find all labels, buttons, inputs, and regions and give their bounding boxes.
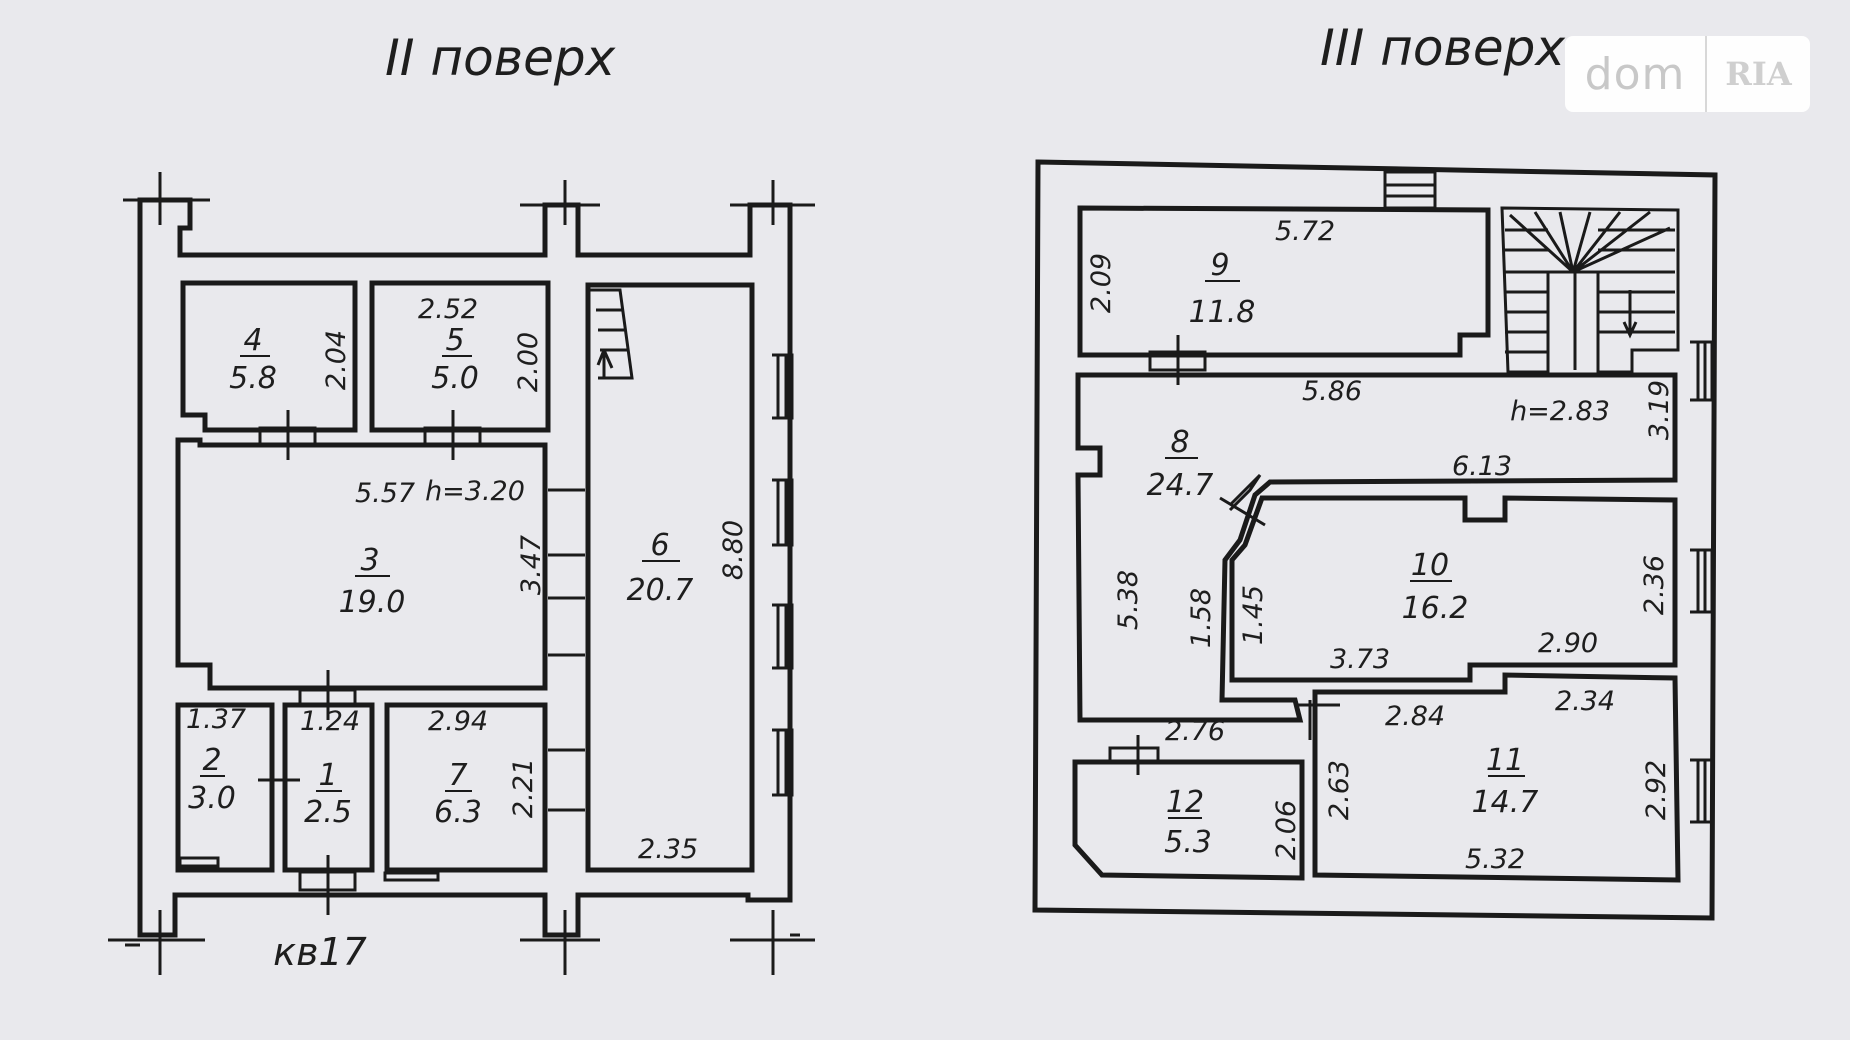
room-10-walls [1229, 495, 1678, 683]
room-5-number: 5 [445, 323, 464, 358]
dim-2-09: 2.09 [1086, 253, 1117, 313]
room-4-area: 5.8 [229, 361, 277, 396]
dim-5-32: 5.32 [1465, 844, 1525, 875]
windows-floor-3 [1690, 548, 1714, 824]
dim-2-76: 2.76 [1165, 716, 1225, 747]
floor-2-plan: II поверх 4 5.8 5 5.0 3 [108, 29, 815, 975]
room-7-number: 7 [448, 758, 467, 793]
dim-6-13: 6.13 [1452, 451, 1512, 482]
stairwell [1500, 206, 1680, 374]
corridor-stair [590, 288, 634, 380]
room-12-walls [1072, 759, 1305, 881]
room-3-area: 19.0 [339, 585, 406, 620]
dim-1-58: 1.58 [1186, 588, 1217, 648]
room-2-walls [175, 702, 275, 873]
floor-2-title: II поверх [385, 29, 616, 87]
dim-5-72: 5.72 [1275, 216, 1335, 247]
dim-5-38: 5.38 [1113, 570, 1144, 630]
dom-ria-watermark: dom RIA [1565, 36, 1810, 112]
dim-2-36: 2.36 [1639, 555, 1670, 615]
room-8-walls [1075, 372, 1678, 723]
room-11-walls [1312, 672, 1681, 883]
room-5-area: 5.0 [431, 361, 479, 396]
dim-8-80: 8.80 [718, 520, 749, 580]
apartment-caption: кв17 [273, 930, 367, 974]
floor-3-outer-walls [1032, 159, 1718, 921]
room-8-area: 24.7 [1147, 468, 1214, 503]
dim-2-21: 2.21 [508, 758, 539, 818]
room-6-area: 20.7 [627, 573, 694, 608]
room-1-number: 1 [318, 758, 337, 793]
dim-2-35: 2.35 [638, 834, 698, 865]
dim-3-19: 3.19 [1644, 380, 1675, 440]
dim-2-94: 2.94 [428, 706, 488, 737]
room-7-walls [384, 702, 548, 873]
room-10-area: 16.2 [1402, 591, 1469, 626]
axis-marks [108, 172, 815, 975]
dim-5-57: 5.57 [355, 478, 415, 509]
room-9-area: 11.8 [1189, 295, 1256, 330]
room-6-walls [585, 282, 755, 873]
room-10-number: 10 [1411, 548, 1449, 583]
room-3-number: 3 [360, 543, 379, 578]
room-7-area: 6.3 [434, 795, 482, 830]
room-2-number: 2 [202, 743, 221, 778]
dim-1-45: 1.45 [1238, 585, 1269, 645]
room-2-area: 3.0 [188, 781, 236, 816]
room-9-number: 9 [1210, 248, 1229, 283]
room-5-walls [369, 280, 551, 433]
watermark-divider [1705, 36, 1707, 112]
room-12-number: 12 [1166, 785, 1204, 820]
room-3-walls [175, 437, 548, 691]
dim-3-47: 3.47 [516, 535, 547, 595]
dim-3-73: 3.73 [1330, 644, 1390, 675]
dim-2-52: 2.52 [418, 294, 478, 325]
room-4-number: 4 [243, 323, 262, 358]
dim-2-84: 2.84 [1385, 701, 1445, 732]
watermark-ria-logo: RIA [1725, 55, 1792, 93]
dim-2-34: 2.34 [1555, 686, 1615, 717]
dim-5-86: 5.86 [1302, 376, 1362, 407]
room-11-area: 14.7 [1472, 785, 1539, 820]
dim-1-24: 1.24 [300, 706, 360, 737]
dim-2-06: 2.06 [1271, 800, 1302, 860]
room-4-walls [180, 280, 358, 433]
dim-1-37: 1.37 [186, 704, 246, 735]
floor-3-title: III поверх [1320, 19, 1565, 77]
dim-2-92: 2.92 [1641, 760, 1672, 820]
dim-2-04: 2.04 [321, 330, 352, 390]
room-12-area: 5.3 [1164, 825, 1212, 860]
room-11-number: 11 [1486, 743, 1524, 778]
dim-2-90: 2.90 [1538, 628, 1598, 659]
room-9-walls [1077, 205, 1491, 358]
dim-ceiling-height-3: h=2.83 [1510, 396, 1610, 427]
floor-3-plan: III поверх 9 11.8 8 24.7 10 16.2 11 [1032, 19, 1718, 921]
room-6-number: 6 [650, 528, 669, 563]
windows-floor-2 [772, 353, 794, 797]
room-1-area: 2.5 [304, 795, 352, 830]
dim-2-00: 2.00 [513, 332, 544, 392]
watermark-dom-text: dom [1584, 48, 1686, 100]
dim-2-63: 2.63 [1324, 760, 1355, 820]
room-8-number: 8 [1170, 425, 1189, 460]
dim-ceiling-height-2: h=3.20 [425, 476, 525, 507]
